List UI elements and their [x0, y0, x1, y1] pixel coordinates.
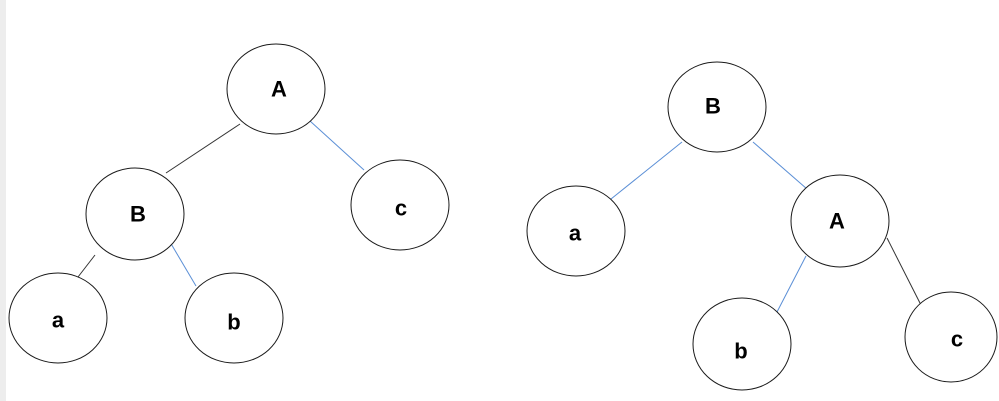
node-a: a — [8, 272, 108, 364]
node-A: A — [790, 174, 890, 268]
node-B: B — [667, 61, 767, 153]
node-label: B — [705, 94, 721, 119]
node-label: a — [569, 221, 582, 246]
edge-B-A — [752, 141, 808, 190]
node-b: b — [692, 297, 792, 391]
tree-right: B a A b c — [526, 61, 998, 391]
node-label: a — [52, 308, 65, 333]
node-label: A — [829, 209, 845, 234]
node-c: c — [904, 291, 998, 383]
node-label: b — [734, 339, 747, 364]
node-label: c — [951, 327, 963, 352]
edge-A-c — [886, 237, 923, 308]
node-A: A — [226, 43, 326, 135]
node-b: b — [184, 272, 284, 364]
edge-A-b — [776, 255, 807, 313]
tree-left: A B c a b — [8, 43, 450, 364]
node-label: c — [395, 196, 407, 221]
node-c: c — [350, 159, 450, 251]
edge-B-b — [169, 241, 197, 287]
node-label: b — [227, 310, 240, 335]
edge-A-c — [309, 120, 365, 171]
node-B: B — [85, 167, 185, 261]
node-label: A — [271, 77, 287, 102]
edge-B-a — [610, 141, 683, 200]
node-label: B — [130, 202, 146, 227]
node-a: a — [526, 185, 626, 277]
left-edge-strip — [0, 0, 6, 401]
edge-B-a — [77, 254, 96, 278]
edge-A-B — [165, 123, 241, 174]
